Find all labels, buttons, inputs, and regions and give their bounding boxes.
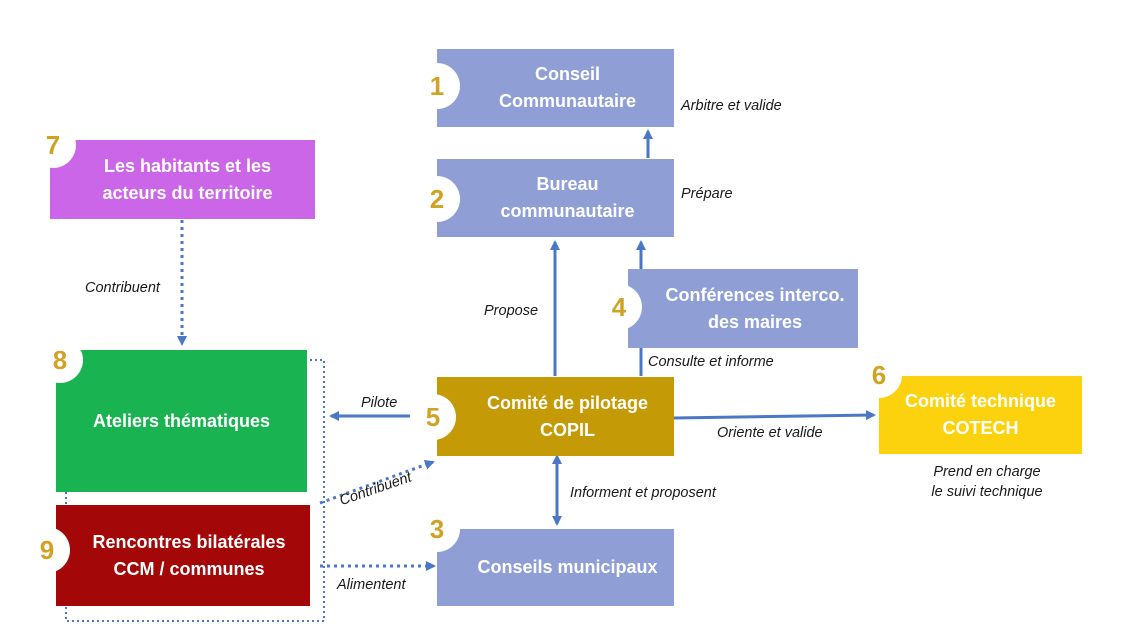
label-pilote: Pilote (361, 395, 398, 411)
box-label-line1: Conférences interco. (665, 284, 845, 305)
box-label-line2: COTECH (942, 418, 1019, 438)
label-propose: Propose (484, 303, 539, 319)
badge-4: 4 (596, 284, 642, 330)
box-label-line1: Rencontres bilatérales (92, 531, 286, 552)
box-label-line1: Bureau (536, 174, 599, 194)
box-label-line2: communautaire (500, 201, 635, 221)
arrow-copil-to-cotech (673, 410, 876, 421)
box-label-line1: Conseil (534, 64, 600, 84)
box-label-line1: Ateliers thématiques (92, 410, 271, 431)
group-bracket (65, 359, 325, 622)
box-label-line2: des maires (707, 311, 803, 332)
badge-1: 1 (414, 63, 460, 109)
badge-8: 8 (37, 337, 83, 383)
box-label-line2: Communautaire (498, 91, 637, 111)
box-label-line1: Comité technique (904, 391, 1056, 411)
label-prend-line2: le suivi technique (931, 484, 1043, 500)
box-label-line2: CCM / communes (113, 558, 265, 579)
box-conferences-maires: Conférences interco. des maires (628, 269, 858, 348)
label-prepare: Prépare (681, 186, 733, 202)
badge-2: 2 (414, 176, 460, 222)
box-label-line1: Comité de pilotage (486, 392, 648, 413)
badge-5: 5 (410, 394, 456, 440)
box-label-line2: COPIL (539, 419, 595, 440)
label-consulte-et-informe: Consulte et informe (648, 354, 774, 370)
label-oriente-et-valide: Oriente et valide (717, 425, 823, 441)
box-conseils-municipaux: Conseils municipaux (437, 529, 674, 606)
box-label-line2: acteurs du territoire (102, 182, 273, 203)
label-prend-en-charge: Prend en charge le suivi technique (917, 462, 1057, 502)
label-prend-line1: Prend en charge (933, 464, 1041, 480)
box-bureau-communautaire: Bureau communautaire (437, 159, 674, 237)
label-contribuent-habitants: Contribuent (85, 280, 160, 296)
arrow-rencontres-to-copil (319, 460, 435, 505)
box-habitants: Les habitants et les acteurs du territoir… (50, 140, 315, 219)
label-arbitre-et-valide: Arbitre et valide (681, 98, 782, 114)
box-label-line1: Conseils municipaux (477, 557, 658, 577)
box-label-line1: Les habitants et les (103, 155, 272, 176)
badge-6: 6 (856, 352, 902, 398)
badge-3: 3 (414, 506, 460, 552)
badge-9: 9 (24, 527, 70, 573)
box-ateliers: Ateliers thématiques (56, 350, 307, 492)
label-informent-et-proposent: Informent et proposent (570, 485, 716, 501)
badge-7: 7 (30, 122, 76, 168)
label-alimentent: Alimentent (337, 577, 406, 593)
